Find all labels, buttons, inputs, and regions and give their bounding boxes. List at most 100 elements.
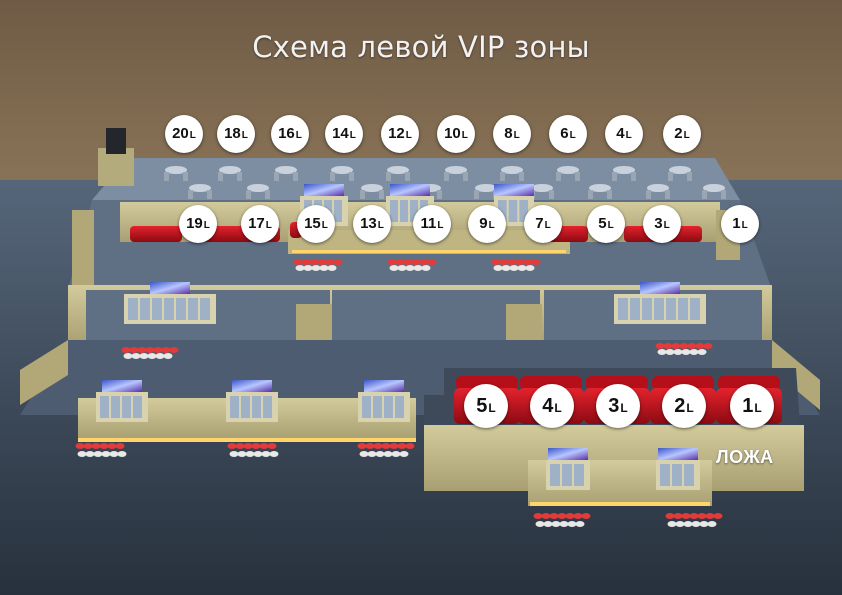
tv-screen	[150, 282, 190, 294]
seat-suffix: L	[741, 220, 748, 231]
bar-stool	[541, 513, 551, 519]
bottle-shelf	[508, 200, 518, 222]
bottle-shelf	[133, 396, 142, 418]
seat-number: 11	[420, 215, 437, 232]
bottle-shelf	[684, 464, 694, 486]
bar-stool	[399, 451, 409, 457]
bar-stool	[243, 443, 253, 449]
bar-stool	[147, 353, 157, 359]
bar-stool	[101, 451, 111, 457]
bar-stool	[109, 451, 119, 457]
bar-stool	[311, 265, 321, 271]
chair	[607, 190, 612, 199]
bar-stool	[567, 521, 577, 527]
loge-sofa-back	[520, 376, 582, 390]
seat-suffix: L	[377, 220, 384, 231]
bar-stool	[169, 347, 179, 353]
bar-stool	[115, 443, 125, 449]
chair	[612, 172, 617, 181]
bottle-shelf	[152, 298, 162, 320]
dj-screen	[106, 128, 126, 154]
table	[445, 166, 467, 174]
bar-stool	[559, 521, 569, 527]
bar-stool	[565, 513, 575, 519]
bottle-shelf	[373, 396, 382, 418]
table	[531, 184, 553, 192]
seat-suffix: L	[620, 401, 628, 415]
bar-stool	[251, 443, 261, 449]
bar-stool	[253, 451, 263, 457]
seat-number: 5	[476, 395, 488, 417]
bottle-shelf	[519, 200, 528, 222]
loge-bar-light	[530, 502, 710, 506]
bottle-shelf	[618, 298, 628, 320]
stairs-mid-right	[506, 304, 542, 340]
bar-stool	[117, 451, 127, 457]
loge-label: ЛОЖА	[716, 447, 774, 467]
bar-stool	[665, 513, 675, 519]
bar-stool	[325, 259, 335, 265]
table	[387, 166, 409, 174]
seat-number: 4	[616, 125, 625, 142]
bar-stool	[679, 343, 689, 349]
bar-stool	[129, 347, 139, 353]
bottle-shelf	[498, 200, 507, 222]
bar-stool	[391, 451, 401, 457]
bottle-shelf	[241, 396, 250, 418]
bar-stool	[237, 451, 247, 457]
seat-suffix: L	[265, 220, 272, 231]
chair	[474, 190, 479, 199]
bar-stool	[665, 349, 675, 355]
loge-sofa-back	[652, 376, 714, 390]
bar-stool	[359, 451, 369, 457]
bar-stool	[229, 451, 239, 457]
loge-sofa-back	[586, 376, 648, 390]
table	[501, 166, 523, 174]
seat-number: 14	[332, 125, 349, 142]
seat-number: 4	[542, 395, 554, 417]
table	[165, 166, 187, 174]
bar-stool	[301, 259, 311, 265]
bar-stool	[93, 451, 103, 457]
bar-stool	[381, 443, 391, 449]
bottle-shelf	[562, 464, 572, 486]
chair	[207, 190, 212, 199]
bar-stool	[365, 443, 375, 449]
bar-stool	[107, 443, 117, 449]
bottle-shelf	[574, 464, 584, 486]
chair	[500, 172, 505, 181]
table	[475, 184, 497, 192]
bottle-shelf	[128, 298, 138, 320]
seat-suffix: L	[686, 401, 694, 415]
chair	[218, 172, 223, 181]
loge-sofa-back	[456, 376, 518, 390]
tv-screen	[390, 184, 430, 196]
bottle-shelf	[642, 298, 652, 320]
